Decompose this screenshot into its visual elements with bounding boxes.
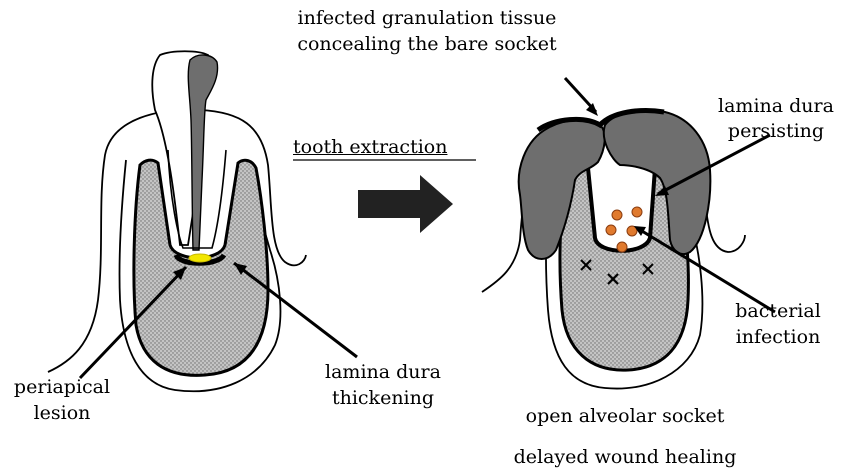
bacterium [606, 225, 616, 235]
extraction-arrow [358, 175, 453, 233]
bacterium [617, 242, 627, 252]
label-lamina-persisting-line1: lamina dura [706, 95, 846, 118]
label-granulation-line1: infected granulation tissue [262, 7, 592, 30]
label-bacterial-line2: infection [718, 326, 838, 349]
label-lamina-persisting-line2: persisting [706, 120, 846, 143]
bacterium [632, 207, 642, 217]
label-granulation-line2: concealing the bare socket [262, 33, 592, 56]
label-tooth-extraction: tooth extraction [293, 136, 447, 159]
label-bacterial-line1: bacterial [718, 300, 838, 323]
label-periapical-line2: lesion [2, 402, 122, 425]
label-periapical-line1: periapical [2, 376, 122, 399]
label-open-socket: open alveolar socket [500, 405, 750, 428]
left-root-canal [188, 55, 217, 250]
label-thickening-line1: lamina dura [318, 361, 448, 384]
periapical-lesion-mark [189, 254, 211, 262]
bacterium [612, 210, 622, 220]
label-delayed-healing: delayed wound healing [500, 446, 750, 469]
label-thickening-line2: thickening [318, 387, 448, 410]
